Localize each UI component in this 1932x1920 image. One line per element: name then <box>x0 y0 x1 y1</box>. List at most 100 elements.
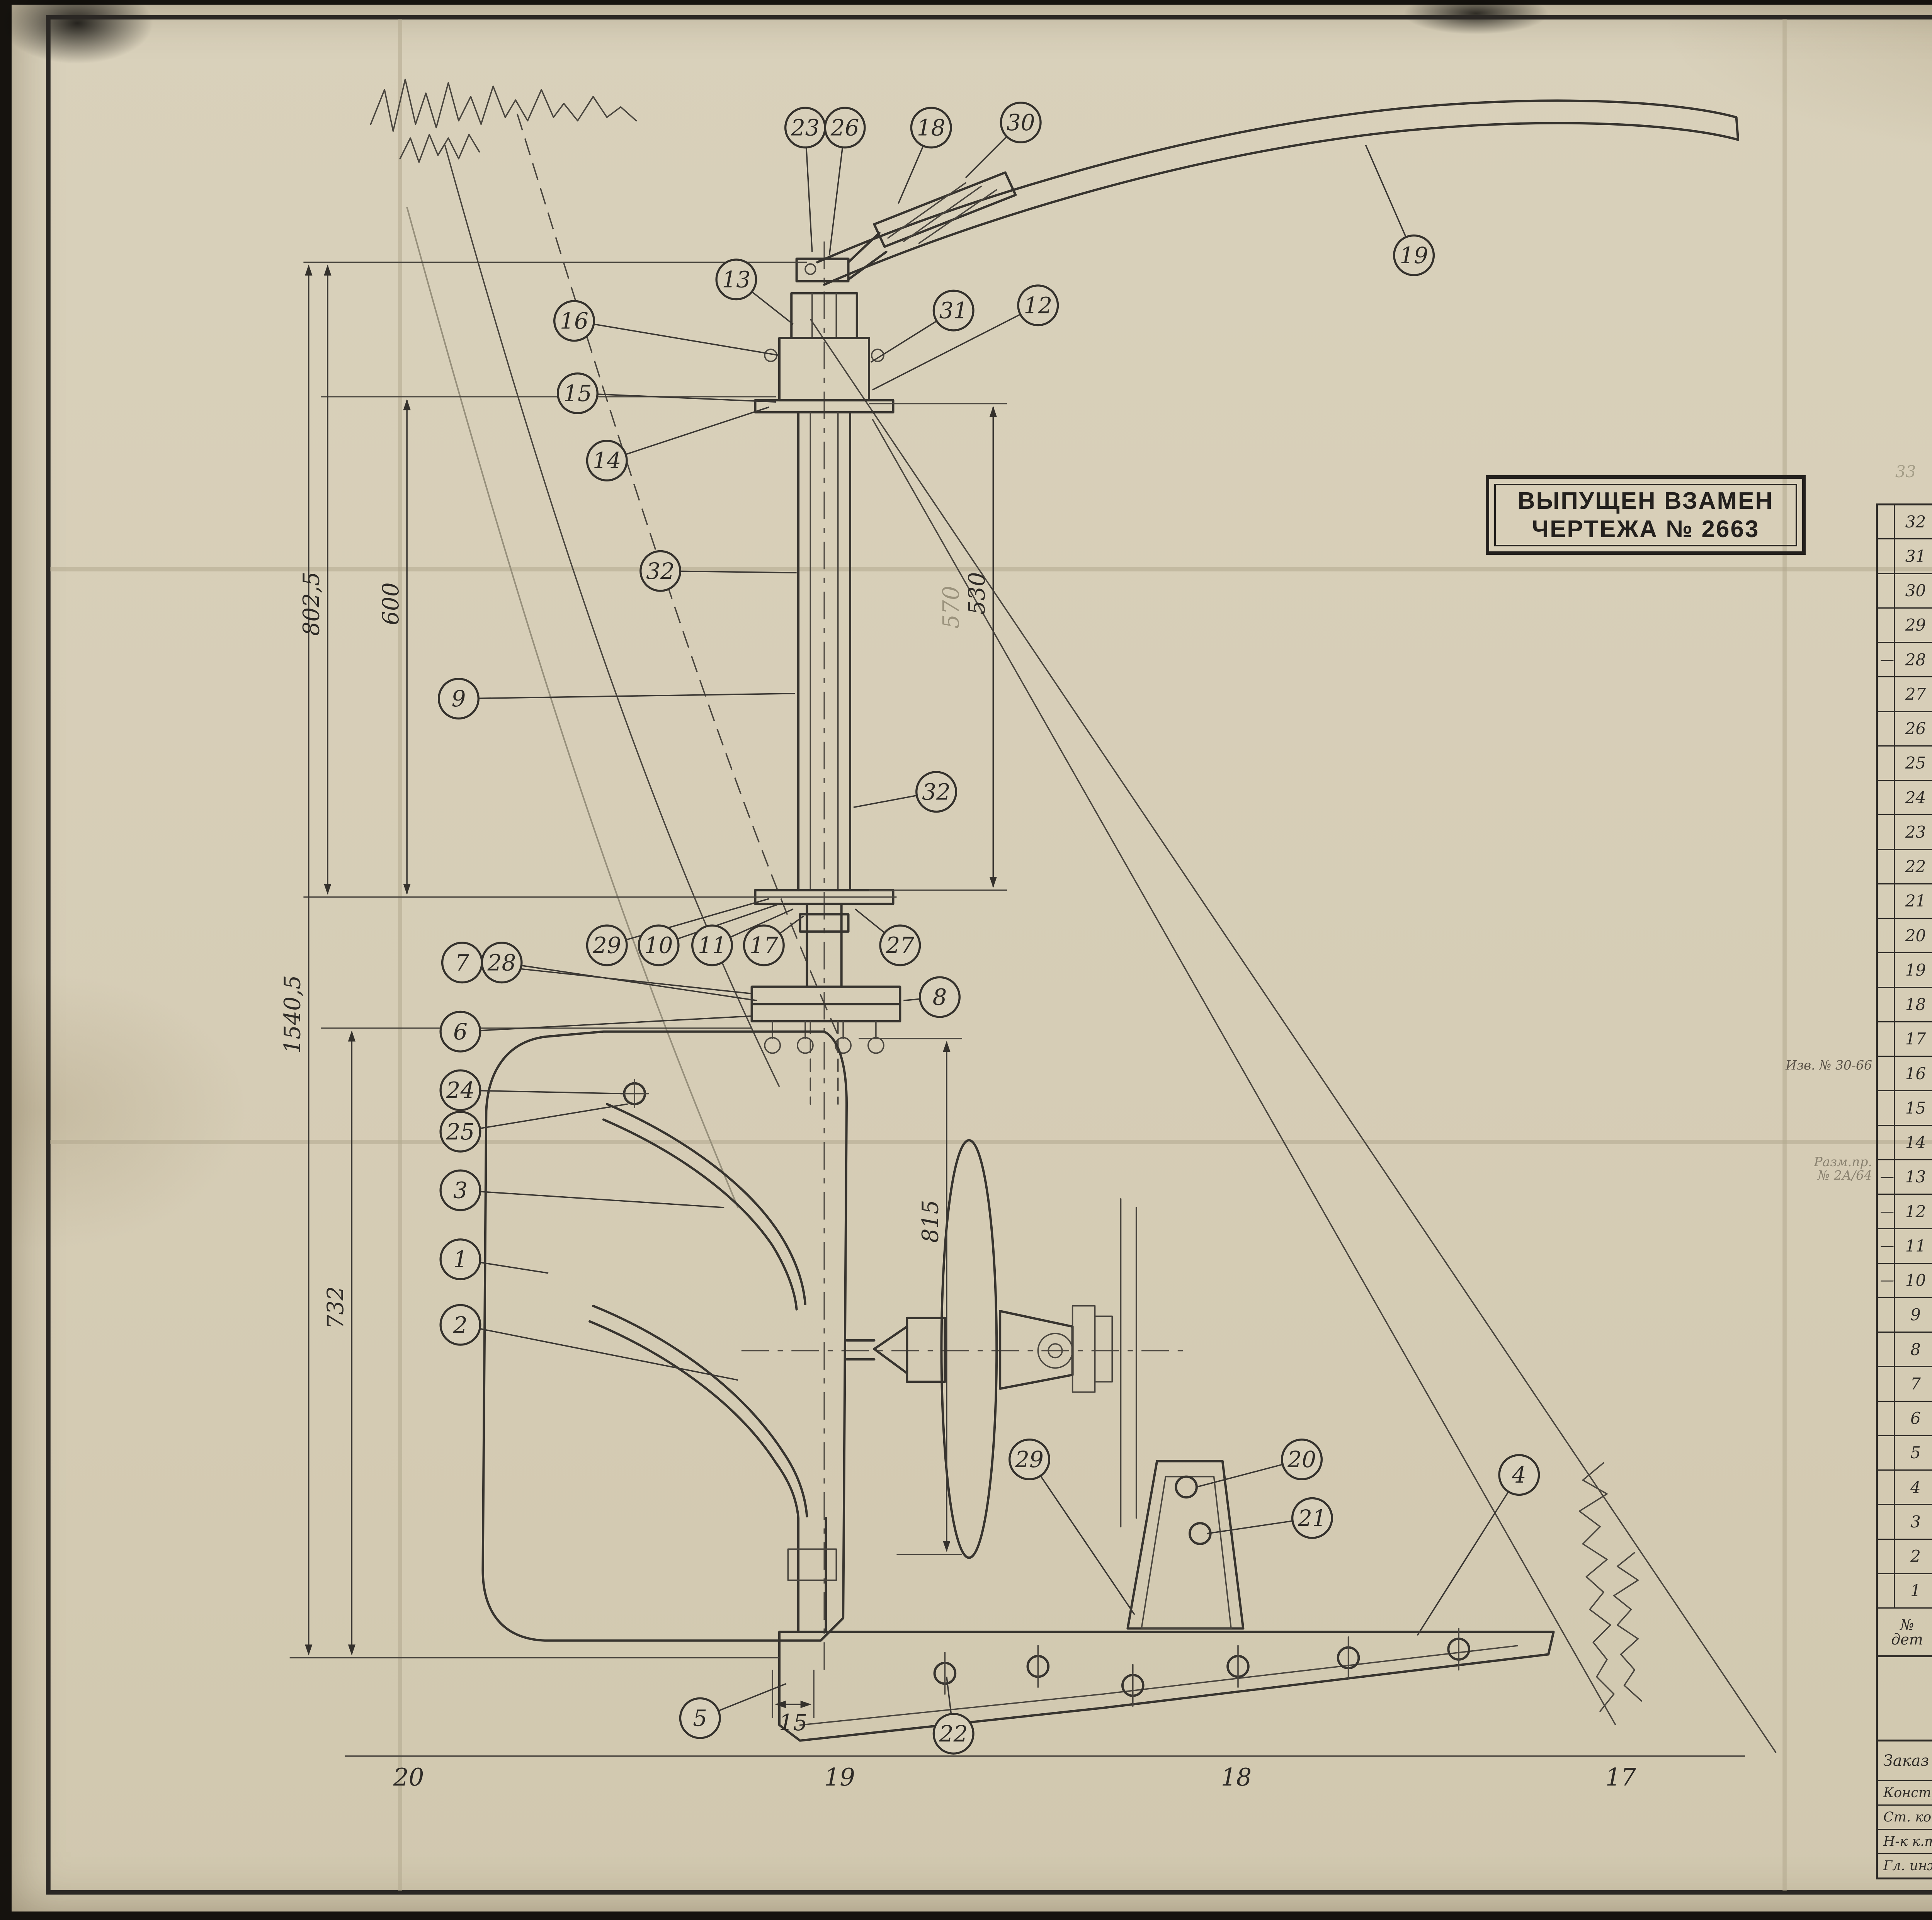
parts-table-row: 21Болт М10×1401Ст.20,150,15ГОСТ 7732-55 <box>1876 883 1932 919</box>
parts-table-row: 7Фланец на баллер1Ст.30,820,82Черт. № 31… <box>1876 1366 1932 1402</box>
cell-num: 29 <box>1894 607 1932 643</box>
callout-28: 28 <box>481 942 757 1002</box>
callout-balloon <box>879 924 921 966</box>
rudder-flange <box>750 1003 901 1023</box>
sheet-frame <box>46 15 1932 1895</box>
dimension-label: 15 <box>779 1709 808 1736</box>
grid-label: 20 <box>393 1763 424 1791</box>
propeller-hub <box>906 1316 946 1383</box>
break-lines <box>370 78 1642 1712</box>
callout-balloon <box>915 771 957 813</box>
callout-number: 22 <box>939 1721 968 1747</box>
cell-chg <box>1876 1469 1895 1505</box>
propeller-blade <box>940 1139 998 1559</box>
callout-4: 4 <box>1417 1454 1540 1636</box>
parts-table-row: 27Винт стопорный2Ст.30,010,02Черт. 3134 <box>1876 676 1932 712</box>
callout-balloon <box>586 440 628 482</box>
callout-32: 32 <box>639 550 797 592</box>
callout-1: 1 <box>439 1238 549 1281</box>
parts-table-row: 23Болт М12×501Ст.30,060,06ГОСТ 7798-57 <box>1876 814 1932 850</box>
cell-chg <box>1876 1366 1895 1402</box>
callout-20: 20 <box>1196 1438 1323 1488</box>
callout-18: 18 <box>898 107 952 204</box>
callout-30: 30 <box>965 101 1042 179</box>
cell-num: 18 <box>1894 986 1932 1022</box>
callout-balloon <box>481 942 523 984</box>
cell-chg <box>1876 1400 1895 1436</box>
cell-num: 3 <box>1894 1504 1932 1540</box>
callout-balloon <box>1498 1454 1540 1496</box>
callout-balloon <box>437 678 480 720</box>
callout-27: 27 <box>855 908 921 966</box>
callout-number: 9 <box>452 685 466 712</box>
role-label: Ст. констр. <box>1883 1809 1932 1825</box>
callout-number: 25 <box>446 1119 475 1145</box>
heel-and-shoe <box>778 1460 1555 1742</box>
callout-balloon <box>1000 101 1042 144</box>
header-num: № дет <box>1876 1607 1932 1657</box>
cell-num: 21 <box>1894 883 1932 919</box>
parts-table-row: 2Пятка1Ст.42,602,60Черт № 3135 <box>1876 1538 1932 1574</box>
callout-number: 10 <box>645 932 673 959</box>
parts-table-row: 18Вилка румпеля1В сборе1,811,813535Черт.… <box>1876 986 1932 1022</box>
rudder-blade <box>481 1030 848 1642</box>
callout-number: 23 <box>791 114 820 141</box>
callout-balloon <box>679 1697 721 1739</box>
paper-folds <box>50 19 1932 1891</box>
callout-balloon <box>556 372 599 414</box>
callout-number: 32 <box>922 779 951 805</box>
cell-chg <box>1876 1124 1895 1160</box>
callout-balloon <box>743 924 785 966</box>
callout-19: 19 <box>1365 145 1435 276</box>
callout-number: 8 <box>933 984 947 1010</box>
tiller-fork <box>795 257 850 282</box>
callout-number: 2 <box>453 1312 468 1338</box>
cell-num: 4 <box>1894 1469 1932 1505</box>
callout-balloon <box>715 258 757 301</box>
cell-num: 7 <box>1894 1366 1932 1402</box>
signature-row: Конструкт. <box>1878 1781 1932 1806</box>
cell-chg <box>1876 1435 1895 1471</box>
dimension-label: 732 <box>322 1286 349 1329</box>
callout-13: 13 <box>715 258 794 325</box>
cell-num: 28 <box>1894 641 1932 678</box>
parts-table-row: 30Шуруп 4×403150,0030,009ГОСТ 1445-41 <box>1876 573 1932 609</box>
callout-14: 14 <box>586 406 769 482</box>
cell-chg: — <box>1876 641 1895 678</box>
title-block-left: Заказ Масштаб 1:5 Дата 27.06.60 Конструк… <box>1878 1741 1932 1877</box>
callout-number: 11 <box>698 932 726 959</box>
callout-number: 1 <box>453 1246 468 1272</box>
callout-8: 8 <box>903 976 961 1018</box>
cell-num: 23 <box>1894 814 1932 850</box>
cell-num: 2 <box>1894 1538 1932 1574</box>
cell-chg <box>1876 986 1895 1022</box>
callout-number: 7 <box>455 949 469 976</box>
stop-ring <box>799 913 850 933</box>
callout-16: 16 <box>553 300 780 356</box>
callout-5: 5 <box>679 1683 787 1739</box>
margin-note-2: Разм.пр. № 2А/64 <box>1814 1154 1872 1183</box>
cell-chg <box>1876 814 1895 850</box>
callout-number: 13 <box>722 266 751 293</box>
cell-num: 20 <box>1894 917 1932 954</box>
parts-table-row: —28Винт стопорный М10×201Ст.30,00850,008… <box>1876 641 1932 678</box>
parts-table-row: 1Перо руля1Ст.311,311,30Черт № 3134 <box>1876 1573 1932 1609</box>
parts-table-row: 15Гайка установочная1Ст.30,210,21Черт № … <box>1876 1090 1932 1126</box>
callout-balloon <box>918 976 961 1018</box>
cell-num: 10 <box>1894 1262 1932 1298</box>
cell-chg <box>1876 917 1895 954</box>
callout-number: 26 <box>830 114 859 141</box>
callout-6: 6 <box>439 1010 752 1053</box>
parts-table-row: 32Прокладка0,04 м²Парусина—0,03ГОСТ 5683… <box>1876 503 1932 540</box>
parts-table-row: 16Гайка специальная1Ст.30,900,90Д-001Чер… <box>1876 1055 1932 1092</box>
cell-chg <box>1876 745 1895 781</box>
parts-table-row: —13Втулка нажимная1Капрон0,060,06Черт № … <box>1876 1159 1932 1195</box>
callout-29: 29 <box>586 898 769 966</box>
dimension-label: 570 <box>938 586 964 629</box>
baller-and-helmport-tube <box>750 292 901 1105</box>
